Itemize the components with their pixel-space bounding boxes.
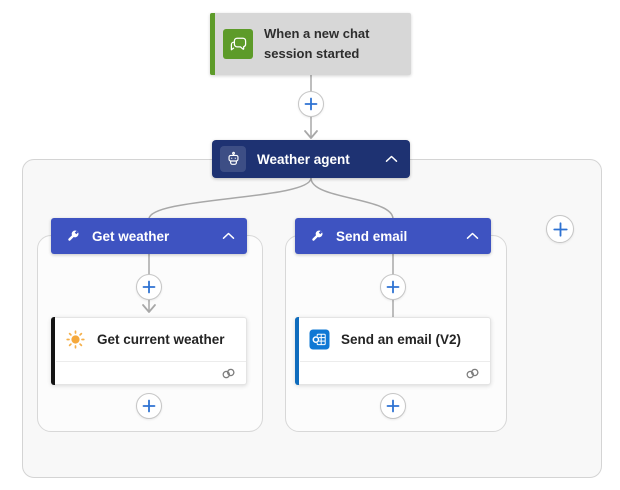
tool-node-send-email[interactable]: Send email — [295, 218, 491, 254]
action-node-send-an-email-v2[interactable]: Send an email (V2) — [295, 317, 491, 385]
action-card-footer — [296, 362, 490, 384]
chat-bubbles-icon — [223, 29, 253, 59]
wrench-icon — [65, 228, 81, 244]
insert-action-button[interactable] — [136, 274, 162, 300]
chevron-up-icon[interactable] — [222, 232, 235, 240]
agent-label: Weather agent — [257, 151, 350, 167]
arrowhead-icon — [304, 130, 318, 139]
tool-node-get-weather[interactable]: Get weather — [51, 218, 247, 254]
action-label: Get current weather — [97, 332, 225, 347]
action-accent-bar — [51, 317, 55, 385]
trigger-node-new-chat-session[interactable]: When a new chat session started — [210, 13, 411, 75]
sun-icon — [65, 329, 86, 350]
insert-action-button[interactable] — [380, 274, 406, 300]
plus-icon — [142, 280, 156, 294]
chevron-up-icon[interactable] — [385, 155, 398, 163]
action-card-header: Send an email (V2) — [296, 318, 490, 361]
action-node-get-current-weather[interactable]: Get current weather — [51, 317, 247, 385]
chevron-up-icon[interactable] — [466, 232, 479, 240]
wrench-icon — [309, 228, 325, 244]
plus-icon — [386, 399, 400, 413]
action-label: Send an email (V2) — [341, 332, 462, 347]
add-action-button[interactable] — [380, 393, 406, 419]
plus-icon — [552, 221, 568, 237]
bot-icon — [220, 146, 246, 172]
insert-step-button[interactable] — [298, 91, 324, 117]
link-icon[interactable] — [221, 366, 236, 381]
add-action-button[interactable] — [136, 393, 162, 419]
action-accent-bar — [295, 317, 299, 385]
trigger-accent-bar — [210, 13, 215, 75]
tool-label: Get weather — [92, 228, 170, 244]
action-card-header: Get current weather — [52, 318, 246, 361]
card-divider — [56, 361, 246, 362]
link-icon[interactable] — [465, 366, 480, 381]
agent-node-weather-agent[interactable]: Weather agent — [212, 140, 410, 178]
add-tool-button[interactable] — [546, 215, 574, 243]
card-divider — [300, 361, 490, 362]
trigger-label: When a new chat session started — [264, 26, 370, 61]
plus-icon — [142, 399, 156, 413]
outlook-icon — [309, 329, 330, 350]
plus-icon — [386, 280, 400, 294]
tool-label: Send email — [336, 228, 408, 244]
action-card-footer — [52, 362, 246, 384]
plus-icon — [304, 97, 318, 111]
